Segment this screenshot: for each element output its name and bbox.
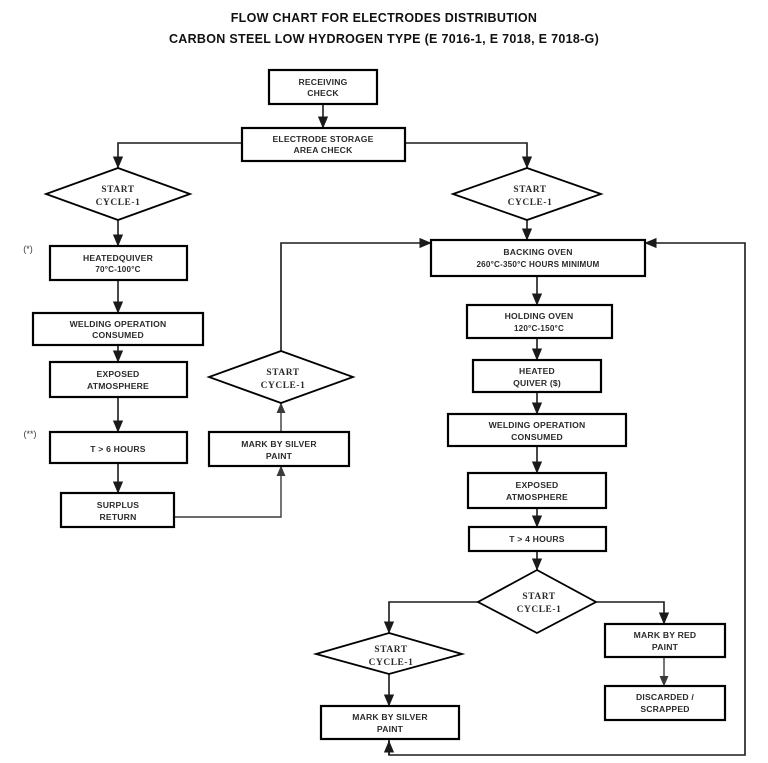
node-start-cycle-right[interactable]: START CYCLE-1 (450, 167, 604, 221)
node-heated-quiver-left[interactable]: HEATEDQUIVER 70°C-100°C (48, 244, 189, 282)
exposed-atmosphere-right-box[interactable] (466, 471, 608, 510)
mark-silver-middle-label-2: PAINT (266, 451, 293, 461)
discarded-scrapped-box[interactable] (603, 684, 727, 722)
start-cycle-middle-label-1: START (266, 368, 299, 378)
title-line-1: FLOW CHART FOR ELECTRODES DISTRIBUTION (230, 11, 538, 25)
node-exposed-atmosphere-left[interactable]: EXPOSED ATMOSPHERE (48, 360, 189, 399)
backing-oven-box[interactable] (429, 238, 647, 278)
node-discarded-scrapped[interactable]: DISCARDED / SCRAPPED (603, 684, 727, 722)
receiving-check-box[interactable] (267, 68, 379, 106)
start-cycle-bottom-left-label-1: START (374, 645, 407, 655)
t-gt-6-hours-label: T > 6 HOURS (90, 444, 146, 454)
backing-oven-label-1: BACKING OVEN (503, 247, 572, 257)
node-welding-operation-right[interactable]: WELDING OPERATION CONSUMED (446, 412, 628, 448)
start-cycle-bottom-left-diamond[interactable] (312, 632, 466, 675)
holding-oven-label-2: 120°C-150°C (514, 324, 564, 333)
start-cycle-left-label-2: CYCLE-1 (96, 198, 141, 208)
node-electrode-storage-area-check[interactable]: ELECTRODE STORAGE AREA CHECK (240, 126, 407, 163)
start-cycle-right-label-2: CYCLE-1 (508, 198, 553, 208)
heated-quiver-left-box[interactable] (48, 244, 189, 282)
start-cycle-middle-label-2: CYCLE-1 (261, 381, 306, 391)
holding-oven-box[interactable] (465, 303, 614, 340)
start-cycle-left-label-1: START (101, 185, 134, 195)
exposed-atmosphere-right-label-2: ATMOSPHERE (506, 492, 568, 502)
node-mark-by-silver-paint-middle[interactable]: MARK BY SILVER PAINT (207, 430, 351, 468)
start-cycle-left-diamond[interactable] (43, 167, 193, 221)
chart-title-block: FLOW CHART FOR ELECTRODES DISTRIBUTION C… (0, 8, 768, 50)
welding-operation-left-label-2: CONSUMED (92, 330, 144, 340)
node-welding-operation-left[interactable]: WELDING OPERATION CONSUMED (31, 311, 205, 347)
exposed-atmosphere-left-label-2: ATMOSPHERE (87, 381, 149, 391)
surplus-return-label-1: SURPLUS (97, 500, 140, 510)
t-gt-6-hours-box[interactable] (48, 430, 189, 465)
node-t-gt-4-hours[interactable]: T > 4 HOURS (467, 525, 608, 553)
electrode-storage-label-1: ELECTRODE STORAGE (272, 134, 373, 144)
edge-storage-to-right-cycle (405, 142, 533, 169)
exposed-atmosphere-left-box[interactable] (48, 360, 189, 399)
node-surplus-return[interactable]: SURPLUS RETURN (59, 491, 176, 529)
start-cycle-bottom-right-label-1: START (522, 592, 555, 602)
electrode-storage-box[interactable] (240, 126, 407, 163)
mark-red-label-2: PAINT (652, 642, 679, 652)
edge-middle-cycle-to-backing-oven (280, 237, 432, 351)
heated-quiver-left-label-1: HEATEDQUIVER (83, 253, 154, 263)
title-line-2: CARBON STEEL LOW HYDROGEN TYPE (E 7016-1… (168, 32, 600, 46)
mark-silver-bottom-box[interactable] (319, 704, 461, 741)
mark-silver-bottom-label-1: MARK BY SILVER (352, 712, 428, 722)
receiving-check-label-1: RECEIVING (298, 77, 347, 87)
edge-bottom-cycle-to-bottom-left-cycle (383, 601, 478, 634)
edge-storage-to-left-cycle (112, 142, 242, 169)
welding-operation-right-label-1: WELDING OPERATION (489, 420, 586, 430)
start-cycle-right-diamond[interactable] (450, 167, 604, 221)
node-backing-oven[interactable]: BACKING OVEN 260°C-350°C HOURS MINIMUM (429, 238, 647, 278)
exposed-atmosphere-right-label-1: EXPOSED (516, 480, 559, 490)
start-cycle-bottom-right-label-2: CYCLE-1 (517, 605, 562, 615)
heated-quiver-right-box[interactable] (471, 358, 603, 394)
heated-quiver-left-label-2: 70°C-100°C (95, 265, 140, 274)
surplus-return-box[interactable] (59, 491, 176, 529)
mark-silver-bottom-label-2: PAINT (377, 724, 404, 734)
marker-single-asterisk: (*) (23, 244, 33, 254)
node-exposed-atmosphere-right[interactable]: EXPOSED ATMOSPHERE (466, 471, 608, 510)
welding-operation-right-box[interactable] (446, 412, 628, 448)
edge-surplus-to-mark-silver-middle (174, 465, 286, 518)
start-cycle-middle-diamond[interactable] (206, 350, 356, 404)
mark-red-label-1: MARK BY RED (634, 630, 697, 640)
heated-quiver-right-label-1: HEATED (519, 366, 555, 376)
backing-oven-label-2: 260°C-350°C HOURS MINIMUM (476, 260, 599, 269)
edge-bottom-cycle-to-mark-red (596, 601, 670, 625)
node-start-cycle-bottom-left[interactable]: START CYCLE-1 (312, 632, 466, 675)
exposed-atmosphere-left-label-1: EXPOSED (97, 369, 140, 379)
t-gt-4-hours-box[interactable] (467, 525, 608, 553)
node-mark-by-red-paint[interactable]: MARK BY RED PAINT (603, 622, 727, 659)
welding-operation-left-label-1: WELDING OPERATION (70, 319, 167, 329)
t-gt-4-hours-label: T > 4 HOURS (509, 534, 565, 544)
node-heated-quiver-right[interactable]: HEATED QUIVER ($) (471, 358, 603, 394)
node-receiving-check[interactable]: RECEIVING CHECK (267, 68, 379, 106)
start-cycle-bottom-right-diamond[interactable] (476, 568, 598, 635)
mark-red-box[interactable] (603, 622, 727, 659)
start-cycle-right-label-1: START (513, 185, 546, 195)
node-start-cycle-bottom-right[interactable]: START CYCLE-1 (476, 568, 598, 635)
discarded-scrapped-label-2: SCRAPPED (640, 704, 689, 714)
electrode-storage-label-2: AREA CHECK (294, 145, 354, 155)
node-mark-by-silver-paint-bottom[interactable]: MARK BY SILVER PAINT (319, 704, 461, 741)
node-holding-oven[interactable]: HOLDING OVEN 120°C-150°C (465, 303, 614, 340)
discarded-scrapped-label-1: DISCARDED / (636, 692, 694, 702)
node-t-gt-6-hours[interactable]: T > 6 HOURS (48, 430, 189, 465)
mark-silver-middle-box[interactable] (207, 430, 351, 468)
start-cycle-bottom-left-label-2: CYCLE-1 (369, 658, 414, 668)
surplus-return-label-2: RETURN (99, 512, 136, 522)
heated-quiver-right-label-2: QUIVER ($) (513, 378, 561, 388)
node-start-cycle-left[interactable]: START CYCLE-1 (43, 167, 193, 221)
welding-operation-right-label-2: CONSUMED (511, 432, 563, 442)
node-start-cycle-middle[interactable]: START CYCLE-1 (206, 350, 356, 404)
mark-silver-middle-label-1: MARK BY SILVER (241, 439, 317, 449)
welding-operation-left-box[interactable] (31, 311, 205, 347)
receiving-check-label-2: CHECK (307, 88, 339, 98)
marker-double-asterisk: (**) (24, 429, 37, 439)
holding-oven-label-1: HOLDING OVEN (505, 311, 574, 321)
